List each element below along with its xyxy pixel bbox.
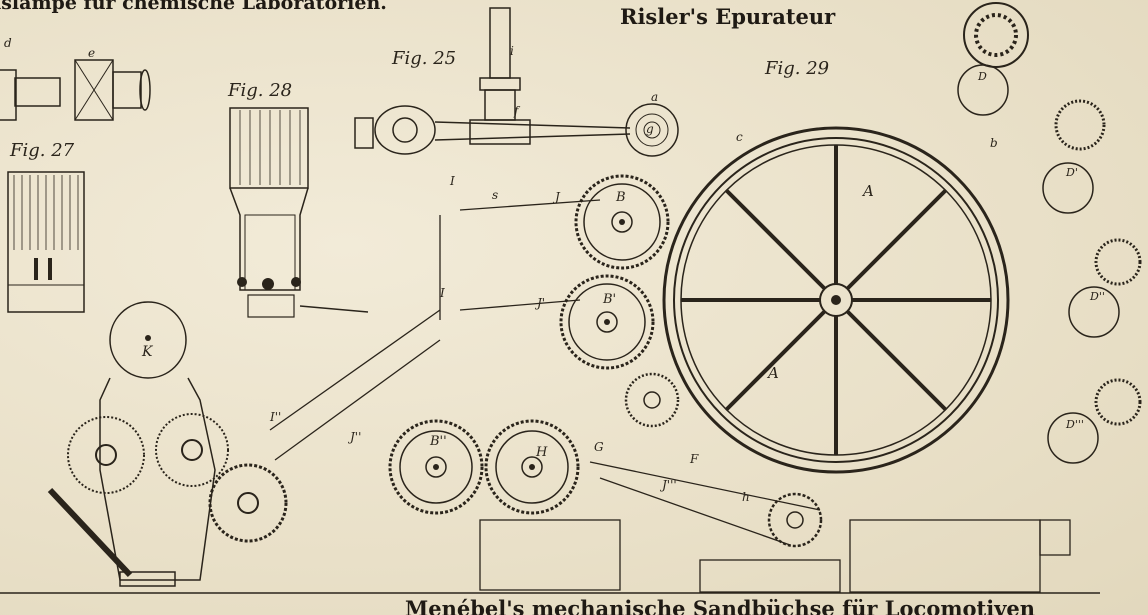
fig28-label: Fig. 28 — [228, 80, 293, 101]
label-s: s — [492, 188, 499, 202]
caption-bottom: Menébel's mechanische Sandbüchse für Loc… — [405, 596, 1036, 615]
label-I2: I'' — [270, 410, 282, 424]
label-f: f — [514, 104, 519, 118]
fig28-cylinder — [229, 107, 369, 318]
label-F: F — [690, 452, 699, 466]
label-I: I — [450, 174, 455, 188]
left-mechanism-K — [47, 301, 288, 587]
label-D2: D'' — [1090, 290, 1105, 303]
label-d: d — [4, 36, 12, 50]
label-b: b — [990, 136, 998, 150]
fig26-lamp-part — [0, 59, 151, 121]
caption-top-right: Risler's Epurateur — [620, 4, 836, 29]
fig29-label: Fig. 29 — [765, 58, 830, 79]
label-H: H — [536, 445, 548, 460]
label-h: h — [742, 490, 750, 504]
label-J3: J''' — [662, 478, 677, 492]
label-J2: J'' — [350, 430, 362, 444]
gear-small-E — [624, 372, 680, 428]
label-c: c — [736, 130, 743, 144]
label-A-lower: A — [768, 364, 779, 382]
main-wheel-A — [662, 126, 1010, 474]
label-a: a — [651, 90, 659, 104]
fig27-label: Fig. 27 — [10, 140, 75, 161]
label-g: g — [646, 122, 654, 136]
fig25-label: Fig. 25 — [392, 48, 457, 69]
drive-belts — [269, 199, 821, 546]
sprocket-lower — [767, 492, 823, 548]
rollers-D — [957, 2, 1142, 464]
label-B: B — [616, 190, 626, 205]
gear-B — [574, 174, 670, 270]
base-frame — [479, 519, 1071, 593]
label-B1: B' — [603, 292, 617, 307]
fig27-cylinder — [7, 171, 85, 313]
label-i: i — [510, 44, 514, 58]
label-D3: D''' — [1066, 418, 1084, 431]
gear-B2 — [388, 419, 484, 515]
gear-H — [484, 419, 580, 515]
label-J: J — [555, 190, 560, 204]
label-J1: J' — [537, 296, 546, 310]
gear-B1 — [559, 274, 655, 370]
label-B2: B'' — [430, 434, 447, 449]
fig25-lamp — [354, 7, 679, 157]
label-D1: D' — [1066, 166, 1078, 179]
label-A-upper: A — [863, 182, 874, 200]
label-K: K — [142, 344, 153, 360]
caption-top-left: islampe für chemische Laboratorien. — [0, 0, 387, 14]
label-e: e — [88, 46, 96, 60]
label-G: G — [594, 440, 604, 454]
label-D: D — [978, 70, 987, 83]
label-I1: I — [440, 286, 445, 300]
